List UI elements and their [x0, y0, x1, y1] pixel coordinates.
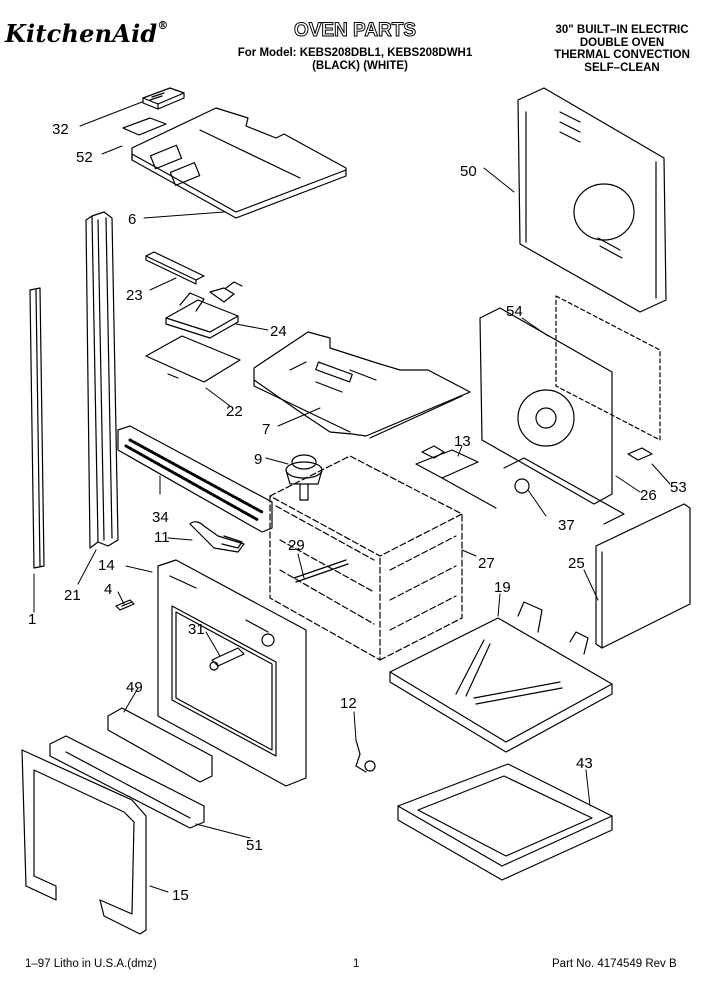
litho-note: 1–97 Litho in U.S.A.(dmz) — [25, 958, 157, 970]
part-31-lamp — [209, 647, 245, 671]
callout-53: 53 — [670, 479, 687, 496]
callout-7: 7 — [262, 421, 270, 438]
part-9-motor — [285, 454, 323, 501]
callout-51: 51 — [246, 837, 263, 854]
part-11-sensor — [189, 521, 245, 553]
spec-line: SELF–CLEAN — [584, 61, 660, 74]
callout-43: 43 — [576, 755, 593, 772]
spec-line: DOUBLE OVEN — [579, 36, 665, 49]
part-1-trim — [29, 287, 45, 569]
part-25-rear-panel — [595, 503, 691, 649]
part-51-trim — [49, 735, 205, 829]
part-37-cutoff — [514, 478, 530, 494]
callout-1: 1 — [28, 611, 36, 628]
part-24-switch — [165, 281, 243, 339]
callout-49: 49 — [126, 679, 143, 696]
part-32-panel — [142, 87, 185, 110]
page-number: 1 — [353, 958, 360, 970]
callout-31: 31 — [188, 621, 205, 638]
callout-27: 27 — [478, 555, 495, 572]
part-15-gasket — [21, 749, 147, 935]
callout-19: 19 — [494, 579, 511, 596]
part-13-element — [415, 445, 497, 509]
spec-line: 30" BUILT–IN ELECTRIC — [555, 24, 689, 36]
callout-9: 9 — [254, 451, 262, 468]
callout-26: 26 — [640, 487, 657, 504]
callout-13: 13 — [454, 433, 471, 450]
callout-21: 21 — [64, 587, 81, 604]
callout-37: 37 — [558, 517, 575, 534]
brand-logo: KitchenAid® — [5, 19, 169, 48]
callout-52: 52 — [76, 149, 93, 166]
part-54-shroud — [479, 295, 661, 505]
part-number: Part No. 4174549 Rev B — [552, 958, 677, 970]
callout-15: 15 — [172, 887, 189, 904]
part-53-clip — [627, 447, 653, 461]
callout-34: 34 — [152, 509, 169, 526]
part-21-rail — [85, 211, 119, 549]
part-34-vent — [117, 425, 273, 533]
callout-25: 25 — [568, 555, 585, 572]
brand-name: KitchenAid — [5, 19, 158, 48]
part-23-bracket — [145, 251, 205, 285]
part-26-element — [503, 457, 625, 525]
model-line: For Model: KEBS208DBL1, KEBS208DWH1 — [237, 47, 473, 59]
callout-22: 22 — [226, 403, 243, 420]
part-29-element — [293, 559, 349, 583]
part-7-panel — [253, 331, 471, 439]
callout-14: 14 — [98, 557, 115, 574]
callout-54: 54 — [506, 303, 523, 320]
callout-12: 12 — [340, 695, 357, 712]
callout-labels: 32 52 6 23 24 22 7 9 34 11 14 4 1 21 29 … — [28, 121, 687, 904]
part-52-plate — [122, 117, 167, 136]
part-6-top-panel — [131, 107, 347, 219]
part-4-screw — [115, 599, 135, 611]
callout-6: 6 — [128, 211, 136, 228]
callout-29: 29 — [288, 537, 305, 554]
part-19-bottom — [389, 601, 613, 753]
part-49-trim — [107, 707, 213, 783]
registered-mark: ® — [157, 19, 169, 32]
product-spec: 30" BUILT–IN ELECTRIC DOUBLE OVEN THERMA… — [528, 24, 716, 74]
spec-line: THERMAL CONVECTION — [554, 49, 690, 61]
page-title: OVEN PARTS — [293, 20, 417, 42]
part-14-frame — [157, 559, 307, 787]
part-12-thermostat — [355, 739, 376, 773]
callout-32: 32 — [52, 121, 69, 138]
leader-lines — [33, 101, 671, 893]
callout-50: 50 — [460, 163, 477, 180]
callout-4: 4 — [104, 581, 112, 598]
part-43-tray — [397, 763, 613, 881]
callout-23: 23 — [126, 287, 143, 304]
part-22-panel — [145, 335, 241, 383]
color-variants: (BLACK) (WHITE) — [312, 60, 408, 72]
part-50-back — [517, 87, 667, 313]
callout-24: 24 — [270, 323, 287, 340]
callout-11: 11 — [154, 529, 170, 546]
